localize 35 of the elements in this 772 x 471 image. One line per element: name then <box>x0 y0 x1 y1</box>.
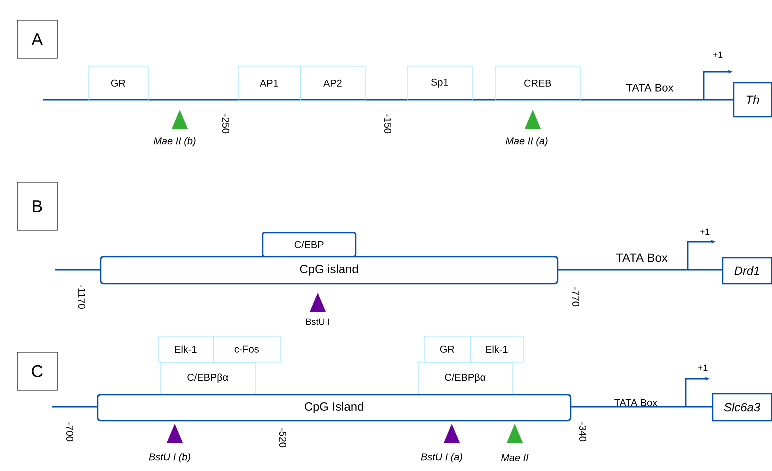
letter-box: A <box>17 20 58 59</box>
tata-box-label: TATA Box <box>616 254 668 262</box>
cpg-island-box: CpG Island <box>97 394 572 422</box>
site-label: BstU I (a) <box>421 453 462 463</box>
site-label: Mae II (b) <box>154 137 196 147</box>
cpg-island-box: CpG island <box>100 256 559 285</box>
binding-site-box: Elk-1 <box>158 336 214 363</box>
site-label: BstU I (b) <box>149 453 190 463</box>
gene-box: Slc6a3 <box>712 393 772 422</box>
site-label: Mae II (a) <box>506 137 548 147</box>
binding-site-box: CREB <box>495 66 581 101</box>
letter-box: C <box>17 352 58 391</box>
start-site-label: +1 <box>700 228 710 236</box>
tata-box-label: TATA Box <box>614 400 658 406</box>
binding-site-box: GR <box>424 336 471 363</box>
position-label: -700 <box>66 422 74 442</box>
position-label: -150 <box>384 114 392 134</box>
binding-site-box: AP1 <box>238 66 301 101</box>
start-site-label: +1 <box>698 364 708 372</box>
binding-site-box: GR <box>88 66 149 101</box>
tata-box-label: TATA Box <box>626 84 674 92</box>
site-label: Mae II <box>501 454 529 462</box>
binding-site-box: Elk-1 <box>470 336 524 363</box>
position-label: -770 <box>572 287 580 307</box>
binding-site-box: Sp1 <box>407 66 473 101</box>
position-label: -340 <box>579 422 587 442</box>
position-label: -1170 <box>78 285 86 309</box>
binding-site-box: AP2 <box>300 66 366 101</box>
start-site-label: +1 <box>713 52 723 58</box>
gene-box: Th <box>733 82 772 118</box>
letter-box: B <box>17 182 58 231</box>
position-label: -250 <box>222 114 230 134</box>
binding-site-box: c-Fos <box>213 336 281 363</box>
site-label: BstU I <box>306 318 330 326</box>
gene-box: Drd1 <box>722 257 772 285</box>
